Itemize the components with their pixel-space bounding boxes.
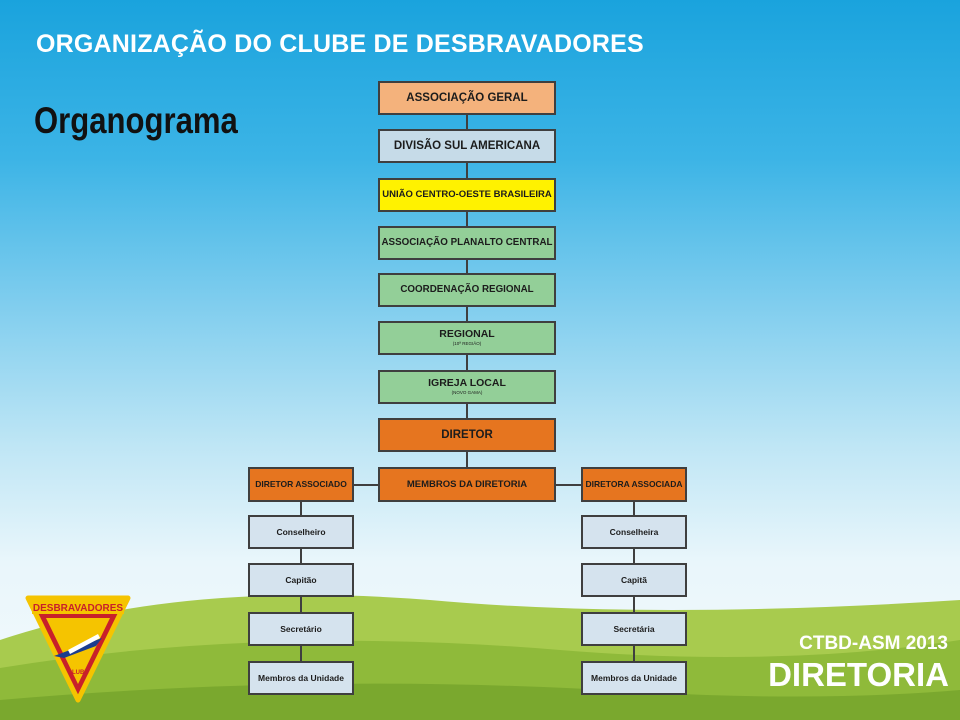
badge-bottom-text: CLUBE	[68, 670, 89, 676]
org-box-label: COORDENAÇÃO REGIONAL	[400, 283, 534, 295]
org-box-membros-unidade-left: Membros da Unidade	[248, 661, 354, 695]
org-box-label: DIRETOR	[441, 428, 493, 441]
org-box-conselheira: Conselheira	[581, 515, 687, 549]
slide-subtitle: Organograma	[34, 100, 238, 141]
footer-section: DIRETORIA	[768, 656, 949, 693]
org-box-secretaria: Secretária	[581, 612, 687, 646]
org-box-label: Capitão	[285, 574, 317, 585]
org-box-regional: REGIONAL (10ª REGIÃO)	[378, 321, 556, 355]
org-box-membros-diretoria: MEMBROS DA DIRETORIA	[378, 467, 556, 502]
org-box-diretora-associada: DIRETORA ASSOCIADA	[581, 467, 687, 502]
org-box-note: (NOVO GAMA)	[451, 390, 483, 396]
org-box-label: MEMBROS DA DIRETORIA	[406, 478, 528, 490]
slide-title: ORGANIZAÇÃO DO CLUBE DE DESBRAVADORES	[36, 30, 644, 58]
org-box-label: Conselheiro	[276, 526, 326, 537]
org-box-coordenacao: COORDENAÇÃO REGIONAL	[378, 273, 556, 307]
org-box-label: REGIONAL	[439, 328, 495, 341]
org-box-uniao: UNIÃO CENTRO-OESTE BRASILEIRA	[378, 178, 556, 212]
org-box-label: IGREJA LOCAL	[428, 377, 506, 390]
org-box-diretor-associado: DIRETOR ASSOCIADO	[248, 467, 354, 502]
org-box-label: Membros da Unidade	[258, 672, 344, 683]
org-box-associacao-planalto: ASSOCIAÇÃO PLANALTO CENTRAL	[378, 226, 556, 260]
pathfinder-logo-icon: DESBRAVADORES CLUBE	[25, 595, 131, 703]
org-box-label: Secretário	[280, 623, 322, 634]
org-box-label: Capitã	[621, 574, 647, 585]
org-box-membros-unidade-right: Membros da Unidade	[581, 661, 687, 695]
org-box-capitao: Capitão	[248, 563, 354, 597]
org-box-conselheiro: Conselheiro	[248, 515, 354, 549]
badge-banner-text: DESBRAVADORES	[33, 603, 124, 614]
org-box-label: ASSOCIAÇÃO PLANALTO CENTRAL	[381, 236, 553, 248]
org-box-label: Membros da Unidade	[591, 672, 677, 683]
org-box-label: UNIÃO CENTRO-OESTE BRASILEIRA	[382, 189, 552, 201]
org-box-divisao: DIVISÃO SUL AMERICANA	[378, 129, 556, 163]
org-box-secretario: Secretário	[248, 612, 354, 646]
footer-event: CTBD-ASM 2013	[799, 633, 948, 654]
org-box-diretor: DIRETOR	[378, 418, 556, 452]
org-box-igreja-local: IGREJA LOCAL (NOVO GAMA)	[378, 370, 556, 404]
org-box-label: DIVISÃO SUL AMERICANA	[393, 139, 541, 152]
org-box-note: (10ª REGIÃO)	[452, 341, 482, 347]
org-box-label: Secretária	[613, 623, 655, 634]
org-box-label: DIRETOR ASSOCIADO	[255, 479, 347, 490]
org-box-capita: Capitã	[581, 563, 687, 597]
org-box-label: Conselheira	[609, 526, 659, 537]
org-box-associacao-geral: ASSOCIAÇÃO GERAL	[378, 81, 556, 115]
org-box-label: ASSOCIAÇÃO GERAL	[406, 91, 528, 104]
org-box-label: DIRETORA ASSOCIADA	[585, 479, 683, 490]
